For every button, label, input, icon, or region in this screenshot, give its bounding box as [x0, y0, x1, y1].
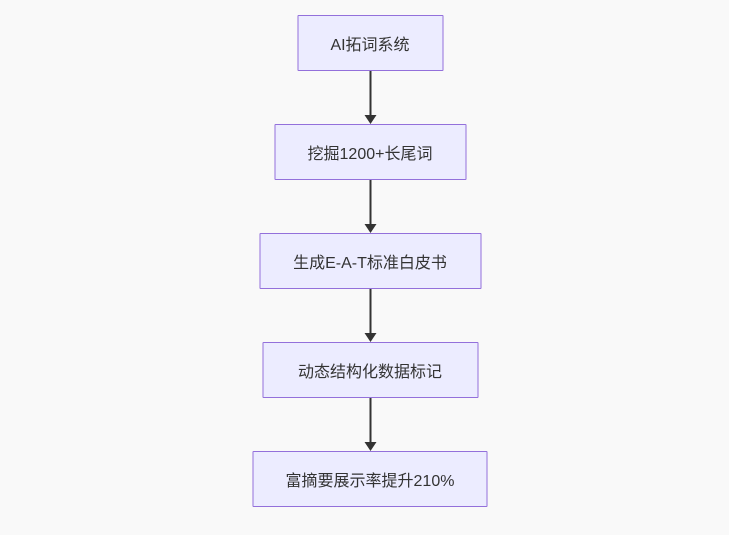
flowchart-node-structured-data: 动态结构化数据标记 — [262, 342, 478, 398]
node-label: 挖掘1200+长尾词 — [307, 146, 433, 163]
node-label: 生成E-A-T标准白皮书 — [293, 255, 447, 272]
flowchart-edge-1 — [364, 71, 376, 124]
flowchart-edge-4 — [364, 398, 376, 451]
flowchart-node-eat-whitepaper: 生成E-A-T标准白皮书 — [259, 233, 481, 289]
node-label: 富摘要展示率提升210% — [285, 473, 455, 490]
edge-line — [369, 71, 371, 115]
flowchart-node-longtail-mining: 挖掘1200+长尾词 — [274, 124, 466, 180]
node-label: 动态结构化数据标记 — [297, 364, 442, 381]
edge-line — [369, 398, 371, 442]
node-label: AI拓词系统 — [330, 37, 410, 54]
arrow-down-icon — [364, 333, 376, 342]
flowchart-edge-3 — [364, 289, 376, 342]
arrow-down-icon — [364, 115, 376, 124]
arrow-down-icon — [364, 224, 376, 233]
flowchart-edge-2 — [364, 180, 376, 233]
flowchart: AI拓词系统 挖掘1200+长尾词 生成E-A-T标准白皮书 动态结构化数据标记… — [252, 15, 488, 507]
edge-line — [369, 180, 371, 224]
edge-line — [369, 289, 371, 333]
arrow-down-icon — [364, 442, 376, 451]
flowchart-node-ai-word-system: AI拓词系统 — [297, 15, 443, 71]
flowchart-node-rich-snippet-result: 富摘要展示率提升210% — [252, 451, 488, 507]
